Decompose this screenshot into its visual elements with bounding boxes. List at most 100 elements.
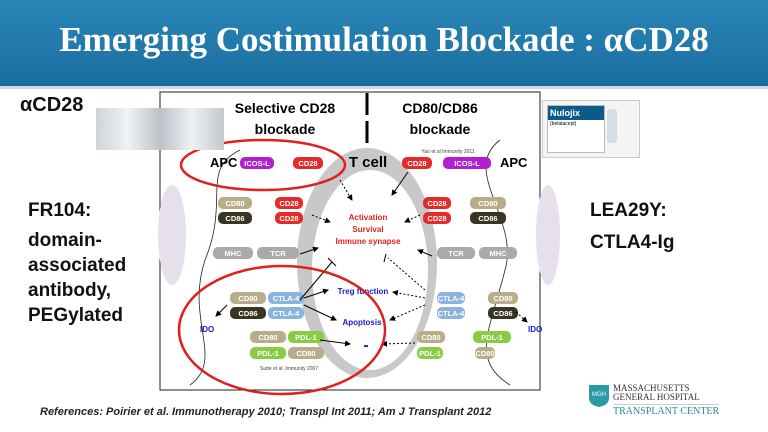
molecule-cd28 <box>275 212 303 224</box>
ido-right: IDO <box>528 325 542 334</box>
molecule-label: CD28 <box>298 159 317 168</box>
molecule-label: MHC <box>224 249 242 258</box>
molecule-label: PDL-1 <box>257 349 279 358</box>
molecule-label: PDL-1 <box>481 333 503 342</box>
molecule-mhc <box>213 247 253 259</box>
molecule-label: CD86 <box>493 309 512 318</box>
desc-line: PEGylated <box>28 305 124 326</box>
apc-left-shape <box>158 185 186 285</box>
molecule-label: CD80 <box>225 199 244 208</box>
ido-left: IDO <box>200 325 214 334</box>
molecule-cd80 <box>475 347 495 359</box>
apoptosis-label: Apoptosis <box>342 318 382 327</box>
molecule-label: CD86 <box>478 214 497 223</box>
activation-label: Activation <box>349 213 388 222</box>
apc-right-label: APC <box>500 155 528 170</box>
molecule-label: ICOS-L <box>454 159 480 168</box>
right-heading: CD80/CD86 <box>402 100 478 116</box>
inhibition-sign: - <box>363 337 368 354</box>
molecule-label: CD80 <box>475 349 494 358</box>
molecule-cd28 <box>275 197 303 209</box>
highlight-bottom <box>177 264 387 396</box>
desc-line: associated <box>28 255 127 276</box>
molecule-cd28 <box>293 157 323 169</box>
molecule-cd80 <box>417 331 445 343</box>
molecule-label: CD28 <box>427 199 446 208</box>
apc-right-shape <box>536 185 560 285</box>
fr104-label: FR104: <box>28 200 92 221</box>
molecule-ctla4 <box>437 292 465 304</box>
molecule-pdl1 <box>473 331 511 343</box>
molecule-tcr <box>257 247 299 259</box>
molecule-label: TCR <box>270 249 286 258</box>
molecule-label: CD28 <box>427 214 446 223</box>
molecule-cd28 <box>423 197 451 209</box>
molecule-label: CD86 <box>238 309 257 318</box>
molecule-icosl <box>443 157 491 169</box>
molecule-label: CD80 <box>478 199 497 208</box>
molecule-label: CTLA-4 <box>438 309 465 318</box>
molecule-cd28 <box>423 212 451 224</box>
molecule-label: CD86 <box>225 214 244 223</box>
divider <box>0 86 768 89</box>
molecule-label: CD80 <box>238 294 257 303</box>
nulojix-photo: Nulojix (belatacept) <box>542 100 640 158</box>
molecule-cd80 <box>488 292 518 304</box>
molecule-label: PDL-1 <box>295 333 317 342</box>
product-generic: (belatacept) <box>550 121 577 127</box>
tcell-label: T cell <box>349 154 387 171</box>
signal-arrows <box>215 171 528 347</box>
molecule-label: CTLA-4 <box>438 294 465 303</box>
molecule-label: CD28 <box>407 159 426 168</box>
ref-bottom: Sutte et al. Immunity 2007 <box>260 366 318 372</box>
molecule-cd80 <box>230 292 266 304</box>
ctla4ig-label: CTLA4-Ig <box>590 232 675 253</box>
desc-line: domain- <box>28 230 102 251</box>
molecule-cd80 <box>250 331 286 343</box>
molecule-pdl1 <box>250 347 286 359</box>
molecule-label: PDL-1 <box>419 349 441 358</box>
molecule-label: CD80 <box>258 333 277 342</box>
slide-title: Emerging Costimulation Blockade : αCD28 <box>59 20 709 59</box>
lea29y-label: LEA29Y: <box>590 200 667 221</box>
ref-top: Yao et al Immunity 2011 <box>421 149 474 155</box>
svg-text:MGH: MGH <box>592 392 606 398</box>
molecule-ctla4 <box>437 307 465 319</box>
mgh-seal-icon: MGH <box>589 385 609 407</box>
molecule-cd80 <box>288 347 324 359</box>
molecule-label: CD28 <box>279 199 298 208</box>
left-heading: Selective CD28 <box>235 100 336 116</box>
inhibition-lines <box>299 253 426 301</box>
vials-photo <box>96 108 224 150</box>
molecule-ctla4 <box>268 307 304 319</box>
survival-label: Survival <box>352 225 383 234</box>
tcell-inner <box>312 170 428 370</box>
apc-left-label: APC <box>210 155 238 170</box>
left-heading: blockade <box>255 121 316 137</box>
molecule-label: CD80 <box>296 349 315 358</box>
molecule-cd86 <box>218 212 252 224</box>
product-name: Nulojix <box>548 106 604 120</box>
references: References: Poirier et al. Immunotherapy… <box>40 406 492 418</box>
molecule-label: CD28 <box>279 214 298 223</box>
left-heading: αCD28 <box>20 94 84 116</box>
molecule-tcr <box>437 247 475 259</box>
desc-line: antibody, <box>28 280 112 301</box>
synapse-label: Immune synapse <box>336 237 401 246</box>
molecule-label: CTLA-4 <box>273 294 300 303</box>
logo-line2: GENERAL HOSPITAL <box>613 392 700 402</box>
molecule-cd80 <box>470 197 506 209</box>
molecule-pdl1 <box>288 331 324 343</box>
molecule-icosl <box>240 157 274 169</box>
molecule-cd86 <box>470 212 506 224</box>
molecule-cd86 <box>230 307 266 319</box>
molecule-label: ICOS-L <box>244 159 270 168</box>
highlight-top <box>179 138 347 192</box>
fr104-description: domain- associated antibody, PEGylated <box>28 228 126 328</box>
apc-left-membrane <box>189 149 241 386</box>
molecule-label: MHC <box>489 249 507 258</box>
molecule-mhc <box>479 247 517 259</box>
molecule-pdl1 <box>417 347 443 359</box>
molecule-label: CTLA-4 <box>273 309 300 318</box>
